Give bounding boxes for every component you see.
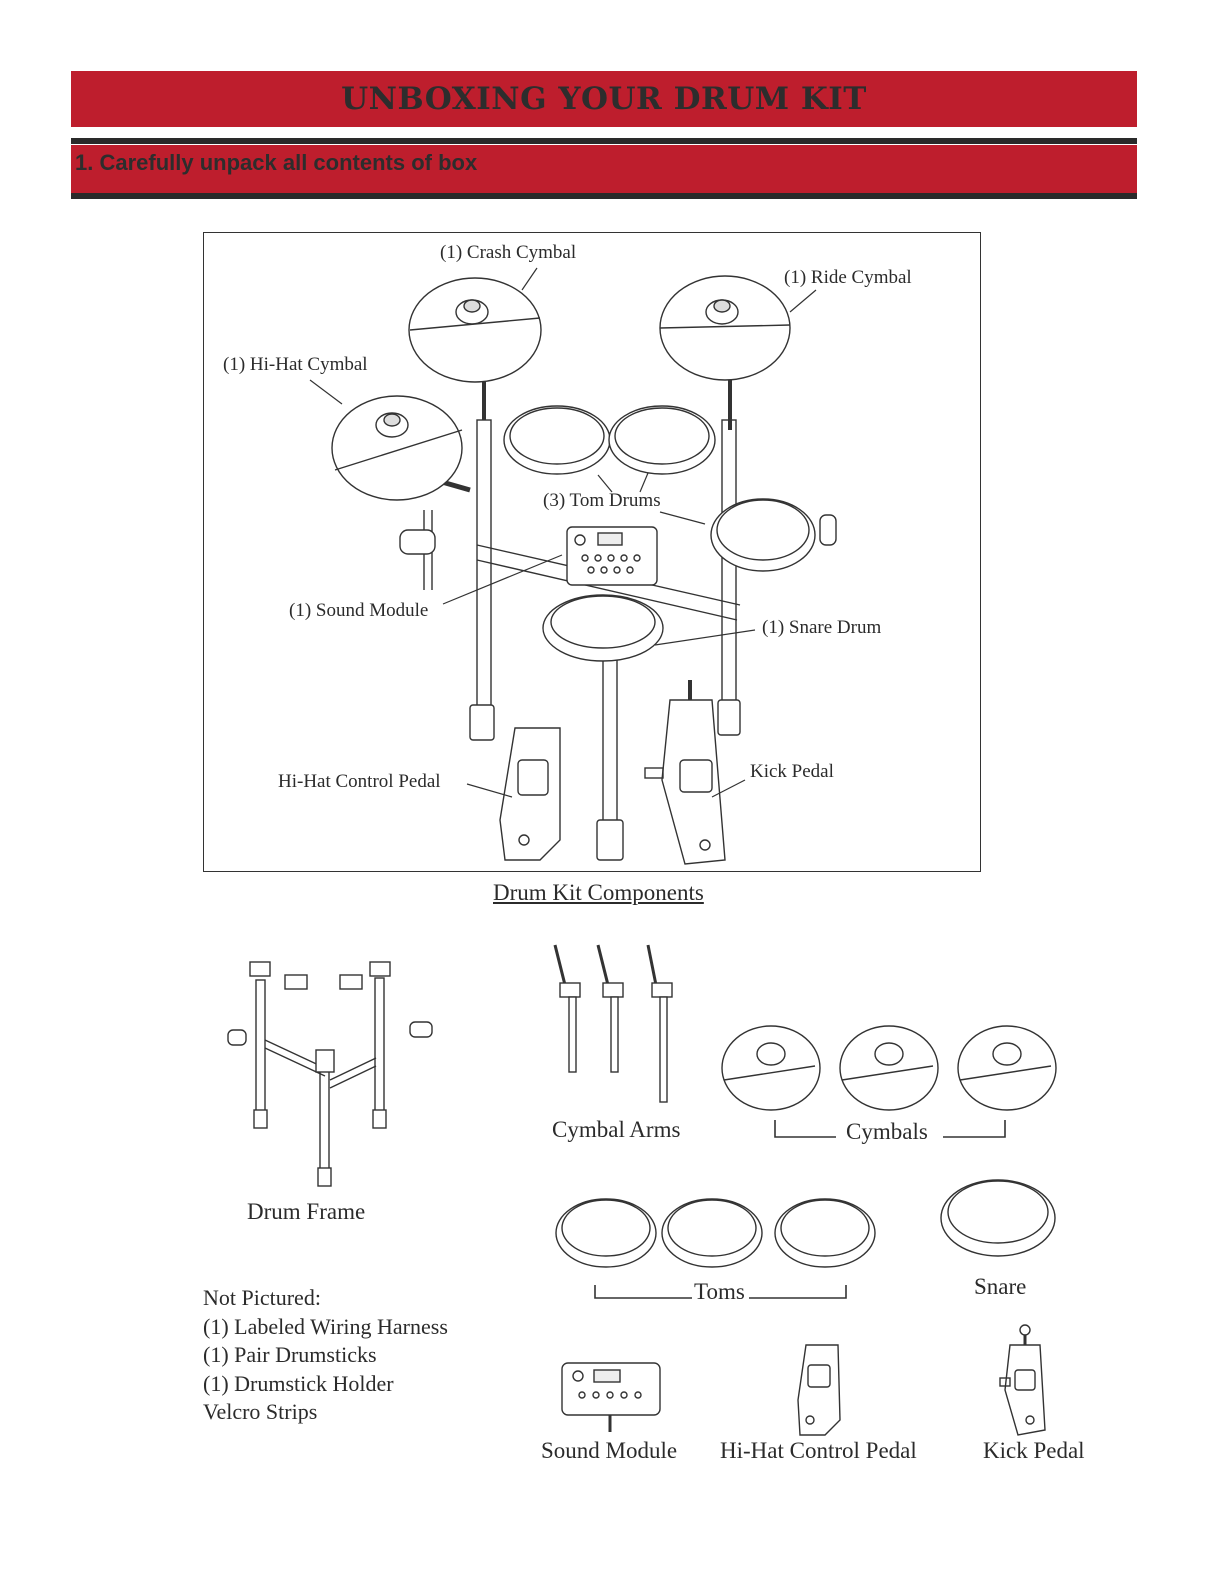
label-hihat-pedal: Hi-Hat Control Pedal [278,771,441,793]
list-item: (1) Labeled Wiring Harness [203,1313,448,1342]
snare-drum [543,595,663,661]
label-hihat-cymbal: (1) Hi-Hat Cymbal [223,354,368,376]
drum-frame-illustration [228,962,432,1186]
label-snare: Snare [974,1274,1026,1300]
label-cymbal-arms: Cymbal Arms [552,1117,680,1143]
list-item: Velcro Strips [203,1398,448,1427]
crash-cymbal [409,278,541,420]
hihat-pedal [500,728,560,860]
label-drum-frame: Drum Frame [247,1199,365,1225]
not-pictured-heading: Not Pictured: [203,1284,448,1313]
sound-module-illustration [562,1363,660,1432]
figure-caption: Drum Kit Components [493,880,704,906]
label-tom-drums: (3) Tom Drums [543,490,661,512]
snare-illustration [941,1180,1055,1256]
ride-cymbal [660,276,790,430]
label-toms: Toms [694,1279,745,1305]
label-crash-cymbal: (1) Crash Cymbal [440,242,576,264]
label-ride-cymbal: (1) Ride Cymbal [784,267,912,289]
list-item: (1) Drumstick Holder [203,1370,448,1399]
cymbals-illustration [722,1026,1056,1110]
kick-pedal-illustration [1000,1325,1045,1435]
tom-drums [504,406,836,571]
kick-pedal [645,680,725,864]
cymbal-arms-illustration [555,945,672,1102]
label-snare-drum: (1) Snare Drum [762,617,881,639]
not-pictured-list: Not Pictured: (1) Labeled Wiring Harness… [203,1284,448,1427]
label-kick-pedal-part: Kick Pedal [983,1438,1085,1464]
label-sound-module: (1) Sound Module [289,600,428,622]
sound-module [567,527,657,585]
label-cymbals: Cymbals [846,1119,928,1145]
label-sound-module-part: Sound Module [541,1438,677,1464]
list-item: (1) Pair Drumsticks [203,1341,448,1370]
toms-illustration [556,1199,875,1267]
label-kick-pedal: Kick Pedal [750,761,834,783]
hihat-cymbal [332,396,470,554]
label-hihat-pedal-part: Hi-Hat Control Pedal [720,1438,917,1464]
hihat-pedal-illustration [798,1345,840,1435]
